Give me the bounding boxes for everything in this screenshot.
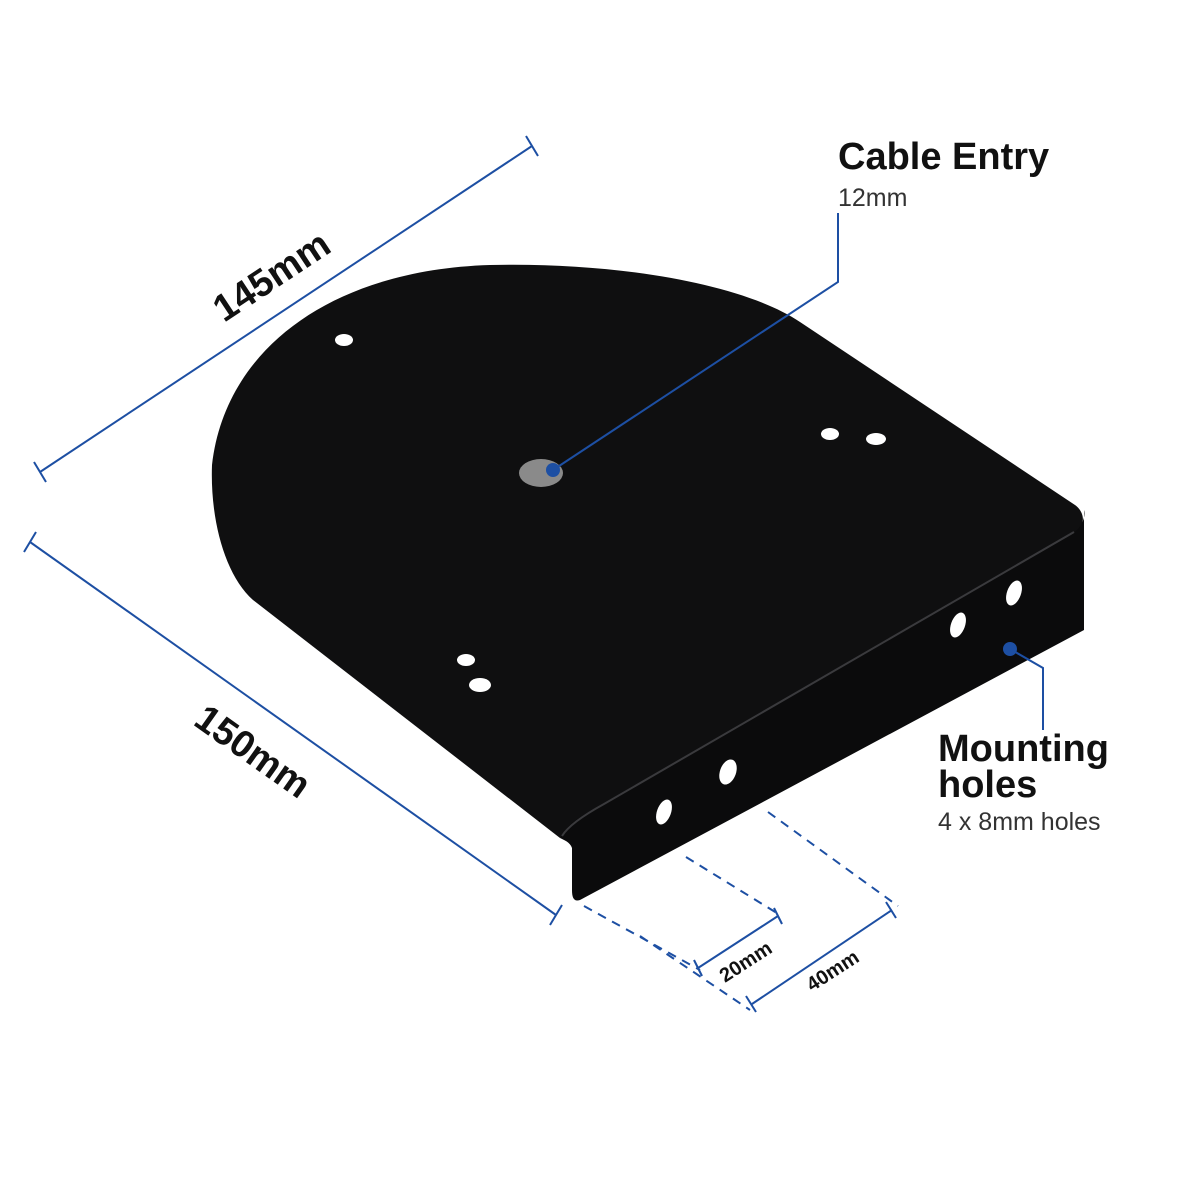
dimension-line-width	[39, 145, 533, 473]
mounting-hole	[719, 759, 737, 785]
top-plate	[211, 264, 1083, 838]
mounting-hole	[950, 612, 966, 638]
spacing-20mm-label: 20mm	[716, 937, 776, 987]
cable-entry-size: 12mm	[838, 184, 908, 212]
plate-hole	[866, 433, 886, 445]
cable-entry-callout-line	[546, 213, 839, 477]
dimension-tick	[549, 904, 563, 926]
dimension-line-20mm	[697, 915, 779, 969]
mounting-hole	[1006, 580, 1022, 606]
plate-hole	[335, 334, 353, 346]
leader-line	[552, 213, 839, 471]
dimension-tick	[525, 135, 539, 157]
bend-edge	[561, 531, 1075, 837]
dimension-tick	[745, 995, 757, 1013]
dimension-tick	[885, 901, 897, 919]
mounting-holes-spec: 4 x 8mm holes	[938, 808, 1101, 836]
dimension-tick	[773, 907, 783, 925]
dimension-line-depth	[29, 541, 557, 916]
offset-40mm-label: 40mm	[803, 946, 863, 996]
dimension-line-40mm	[751, 909, 893, 1005]
plate-hole	[469, 678, 491, 692]
extension-line	[685, 856, 781, 916]
mounting-holes-title-line2: holes	[938, 764, 1038, 806]
depth-dimension-label: 150mm	[187, 697, 318, 807]
front-flange	[560, 510, 1085, 901]
mounting-holes-title-line1: Mounting	[938, 728, 1109, 770]
leader-line	[1009, 648, 1044, 730]
callout-dot	[546, 463, 560, 477]
mounting-hole	[656, 799, 672, 825]
plate-hole	[457, 654, 475, 666]
dimension-tick	[23, 531, 37, 553]
plate-hole	[821, 428, 839, 440]
extension-line	[639, 935, 751, 1011]
cable-entry-title: Cable Entry	[838, 136, 1050, 178]
mounting-holes-callout-line	[1003, 642, 1044, 730]
dimension-tick	[693, 959, 703, 977]
extension-line	[767, 811, 899, 907]
dimension-tick	[33, 461, 47, 483]
callout-dot	[1003, 642, 1017, 656]
